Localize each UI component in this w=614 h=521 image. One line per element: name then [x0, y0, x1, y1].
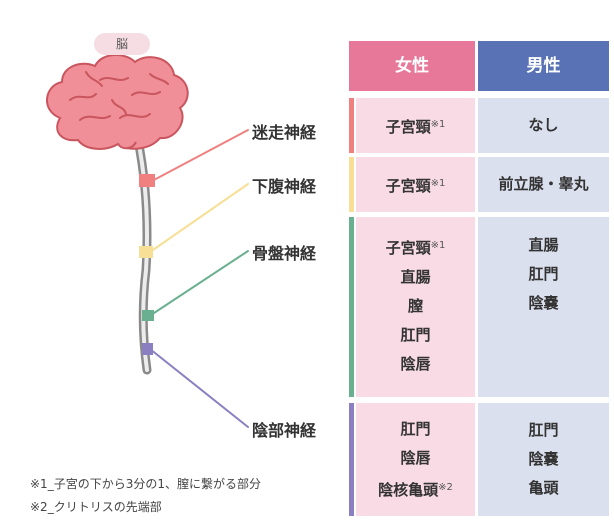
- female-item: 陰核亀頭※2: [378, 473, 453, 505]
- nerve-marker-pudendal: [142, 343, 153, 355]
- item-text: 子宮頸: [385, 176, 431, 195]
- row-bar-pudendal: [349, 403, 354, 516]
- male-item: 前立腺・睾丸: [498, 170, 588, 199]
- header-female: 女性: [349, 41, 475, 91]
- item-text: なし: [528, 116, 559, 134]
- item-text: 膣: [407, 297, 423, 315]
- nerve-label-pudendal: 陰部神経: [252, 421, 317, 440]
- nerve-label-pelvic: 骨盤神経: [252, 244, 317, 263]
- cell-male-hypogastric: 前立腺・睾丸: [478, 157, 609, 212]
- nerve-label-hypogastric: 下腹神経: [252, 177, 317, 196]
- footnote-1: ※1_子宮の下から3分の1、膣に繋がる部分: [30, 477, 261, 491]
- cell-male-pelvic: 直腸肛門陰嚢: [478, 217, 609, 397]
- item-text: 子宮頸: [385, 239, 431, 257]
- male-item: 陰嚢: [528, 289, 558, 318]
- nerve-marker-pelvic: [142, 310, 154, 321]
- row-bar-vagus: [349, 98, 354, 153]
- item-text: 陰唇: [400, 448, 431, 467]
- item-text: 前立腺・睾丸: [498, 175, 589, 193]
- nerve-label-vagus: 迷走神経: [252, 123, 317, 142]
- row-bar-hypogastric: [349, 157, 354, 212]
- cell-male-vagus: なし: [478, 98, 609, 153]
- cell-male-pudendal: 肛門陰嚢亀頭: [478, 403, 609, 516]
- item-text: 陰核亀頭: [378, 480, 439, 499]
- female-item: 肛門: [400, 321, 430, 350]
- item-text: 肛門: [528, 421, 559, 439]
- footnote-2: ※2_クリトリスの先端部: [30, 500, 162, 514]
- footnote-mark: ※1: [430, 118, 446, 130]
- nerve-marker-vagus: [139, 174, 155, 187]
- female-item: 肛門: [400, 415, 430, 444]
- female-item: 陰唇: [400, 444, 430, 473]
- female-item: 膣: [408, 292, 423, 321]
- item-text: 肛門: [528, 265, 559, 283]
- female-item: 子宮頸※1: [386, 231, 446, 263]
- male-item: なし: [528, 111, 558, 140]
- brain-label: 脳: [94, 33, 150, 55]
- header-male: 男性: [478, 41, 609, 91]
- nerve-line-hypogastric: [149, 183, 249, 253]
- nerve-line-pelvic: [150, 250, 249, 316]
- row-bar-pelvic: [349, 217, 354, 397]
- item-text: 亀頭: [528, 479, 559, 497]
- female-item: 直腸: [400, 263, 430, 292]
- nerve-line-vagus: [151, 129, 249, 182]
- item-text: 子宮頸: [385, 117, 431, 136]
- male-item: 直腸: [528, 231, 558, 260]
- brain-illustration: [46, 54, 249, 428]
- item-text: 陰唇: [400, 355, 431, 373]
- cell-female-hypogastric: 子宮頸※1: [356, 157, 475, 212]
- item-text: 陰嚢: [528, 294, 559, 312]
- item-text: 肛門: [400, 326, 431, 344]
- female-item: 陰唇: [400, 350, 430, 379]
- item-text: 直腸: [528, 236, 559, 254]
- footnote-mark: ※2: [438, 481, 453, 493]
- footnote-mark: ※1: [430, 240, 446, 251]
- brain-icon: [46, 54, 189, 150]
- cell-female-pudendal: 肛門陰唇陰核亀頭※2: [356, 403, 475, 516]
- male-item: 陰嚢: [528, 445, 558, 474]
- male-item: 亀頭: [528, 474, 558, 503]
- nerve-marker-hypogastric: [139, 246, 153, 258]
- item-text: 肛門: [400, 419, 431, 438]
- male-item: 肛門: [528, 260, 558, 289]
- female-item: 子宮頸※1: [386, 110, 446, 142]
- female-item: 子宮頸※1: [386, 169, 446, 201]
- cell-female-pelvic: 子宮頸※1 直腸膣肛門陰唇: [356, 217, 475, 397]
- item-text: 陰嚢: [528, 450, 559, 468]
- cell-female-vagus: 子宮頸※1: [356, 98, 475, 153]
- nerve-line-pudendal: [149, 348, 249, 428]
- male-item: 肛門: [528, 416, 558, 445]
- footnote-mark: ※1: [430, 177, 446, 189]
- item-text: 直腸: [400, 268, 431, 286]
